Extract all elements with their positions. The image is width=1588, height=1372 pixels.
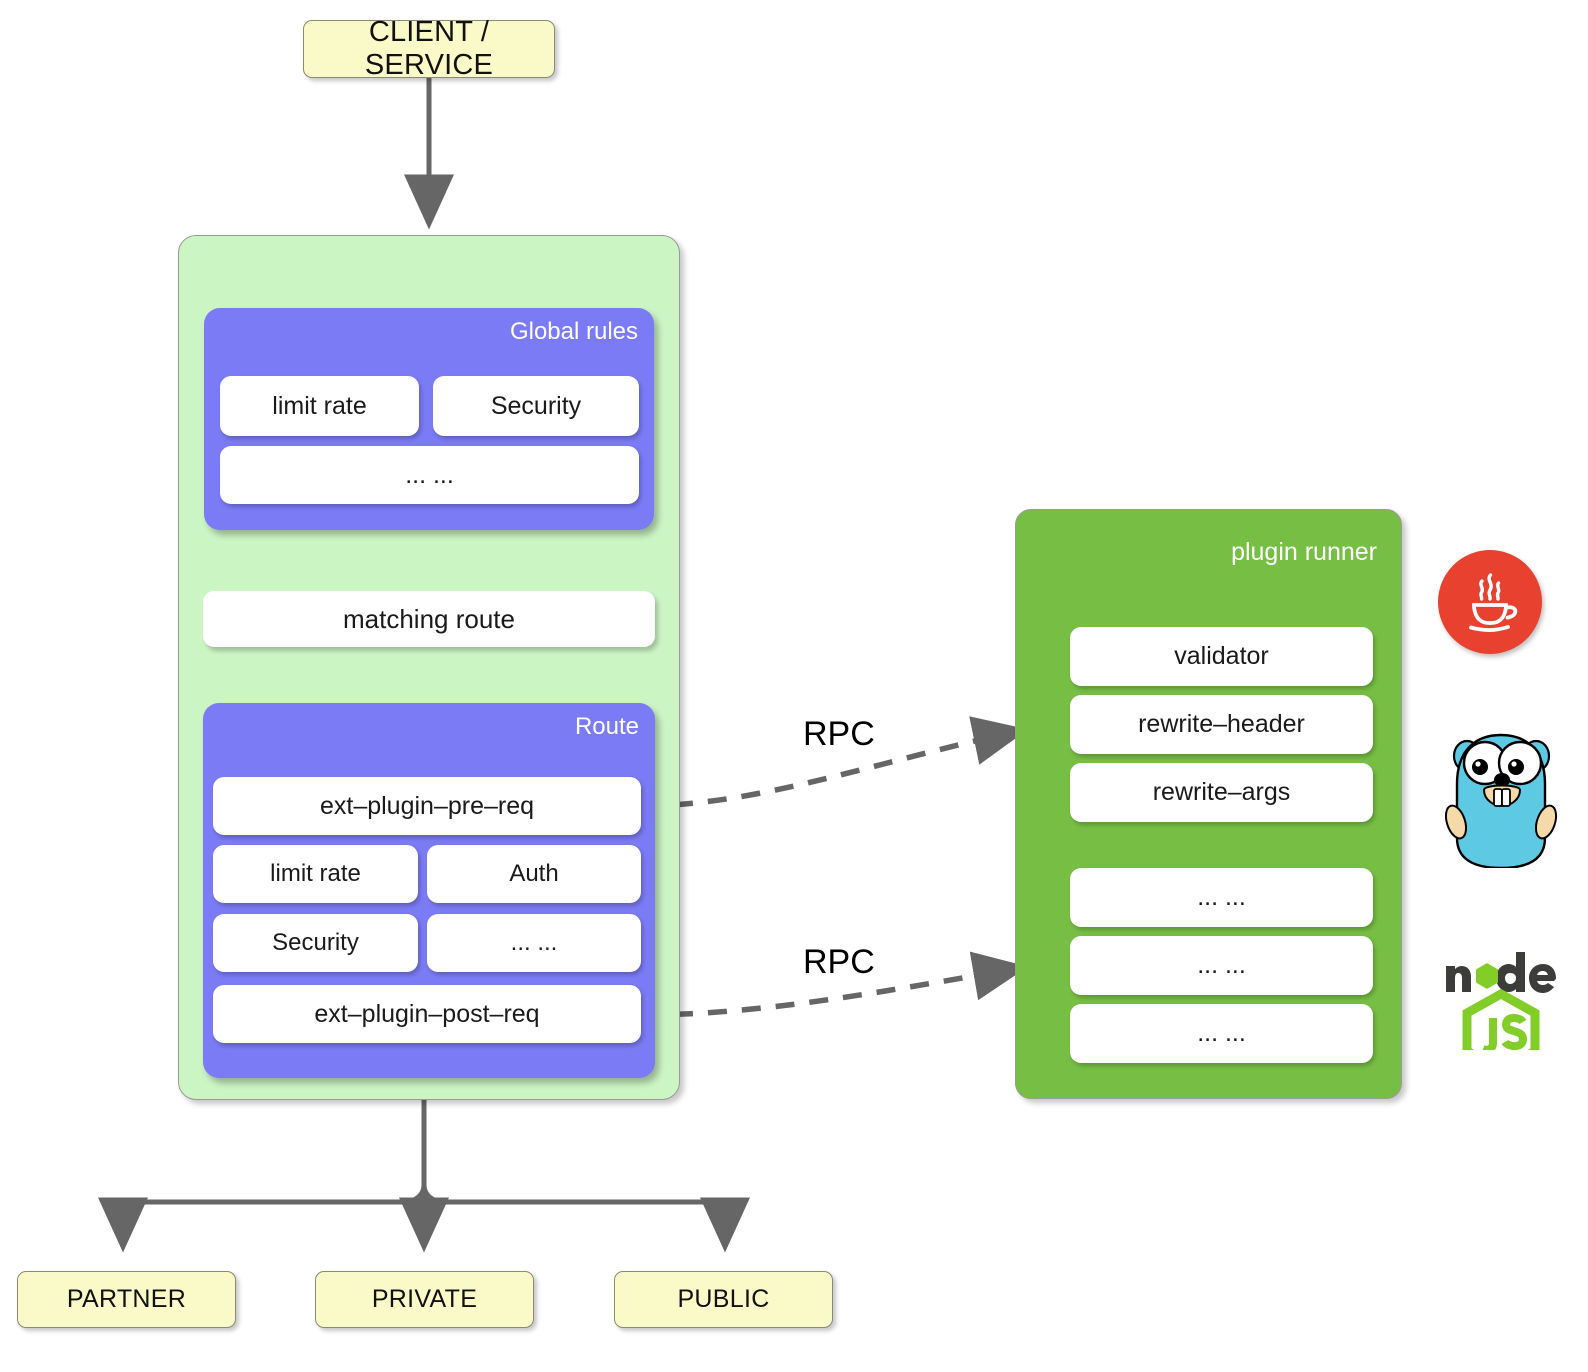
- route-chip-label: ext–plugin–post–req: [314, 999, 540, 1028]
- plugin-chip-rewrite-header[interactable]: rewrite–header: [1070, 695, 1373, 754]
- plugin-chip-label: ... ...: [1197, 1019, 1246, 1047]
- route-chip-auth[interactable]: Auth: [427, 845, 641, 903]
- route-chip-ext-plugin-post-req[interactable]: ext–plugin–post–req: [213, 985, 641, 1043]
- matching-route-box[interactable]: matching route: [203, 591, 655, 647]
- output-box-public[interactable]: PUBLIC: [614, 1271, 833, 1328]
- global-rule-chip-label: ... ...: [405, 460, 454, 489]
- output-box-label: PARTNER: [66, 1285, 187, 1313]
- plugin-chip-label: ... ...: [1197, 951, 1246, 979]
- global-rule-chip-label: limit rate: [272, 391, 367, 420]
- nodejs-icon: [1446, 952, 1556, 1076]
- rpc-label-bottom: RPC: [803, 943, 875, 981]
- output-box-label: PRIVATE: [371, 1285, 478, 1313]
- plugin-runner-title: plugin runner: [1231, 538, 1377, 566]
- route-chip-more[interactable]: ... ...: [427, 914, 641, 972]
- plugin-chip-validator[interactable]: validator: [1070, 627, 1373, 686]
- go-gopher-icon: [1444, 733, 1558, 870]
- output-box-label: PUBLIC: [677, 1285, 770, 1313]
- plugin-chip-label: ... ...: [1197, 883, 1246, 911]
- plugin-chip-label: rewrite–args: [1152, 778, 1291, 806]
- route-chip-label: ext–plugin–pre–req: [319, 791, 535, 820]
- plugin-chip-rewrite-args[interactable]: rewrite–args: [1070, 763, 1373, 822]
- java-logo: [1438, 550, 1542, 654]
- global-rule-chip-limit-rate[interactable]: limit rate: [220, 376, 419, 436]
- route-chip-label: ... ...: [510, 929, 558, 956]
- route-chip-label: Auth: [509, 860, 559, 887]
- rpc-label-top: RPC: [803, 715, 875, 753]
- global-rules-title: Global rules: [509, 318, 638, 345]
- route-chip-ext-plugin-pre-req[interactable]: ext–plugin–pre–req: [213, 777, 641, 835]
- plugin-chip-more-3[interactable]: ... ...: [1070, 1004, 1373, 1063]
- matching-route-label: matching route: [343, 603, 515, 634]
- route-chip-limit-rate[interactable]: limit rate: [213, 845, 418, 903]
- java-cup-icon: [1469, 573, 1518, 632]
- plugin-chip-label: rewrite–header: [1138, 710, 1305, 738]
- plugin-chip-more-2[interactable]: ... ...: [1070, 936, 1373, 995]
- route-chip-security[interactable]: Security: [213, 914, 418, 972]
- nodejs-logo: [1438, 930, 1564, 1076]
- client-service-box[interactable]: CLIENT / SERVICE: [303, 16, 555, 81]
- go-logo: [1440, 718, 1560, 870]
- client-service-label: CLIENT / SERVICE: [364, 16, 494, 81]
- plugin-chip-more-1[interactable]: ... ...: [1070, 868, 1373, 927]
- output-box-private[interactable]: PRIVATE: [315, 1271, 534, 1328]
- global-rule-chip-more[interactable]: ... ...: [220, 446, 639, 504]
- global-rule-chip-security[interactable]: Security: [433, 376, 639, 436]
- edge-gateway-to-outputs: [98, 1098, 750, 1253]
- global-rule-chip-label: Security: [490, 391, 582, 420]
- route-chip-label: Security: [272, 929, 359, 956]
- route-title: Route: [574, 713, 639, 740]
- route-chip-label: limit rate: [270, 860, 361, 887]
- output-box-partner[interactable]: PARTNER: [17, 1271, 236, 1328]
- plugin-chip-label: validator: [1174, 642, 1269, 670]
